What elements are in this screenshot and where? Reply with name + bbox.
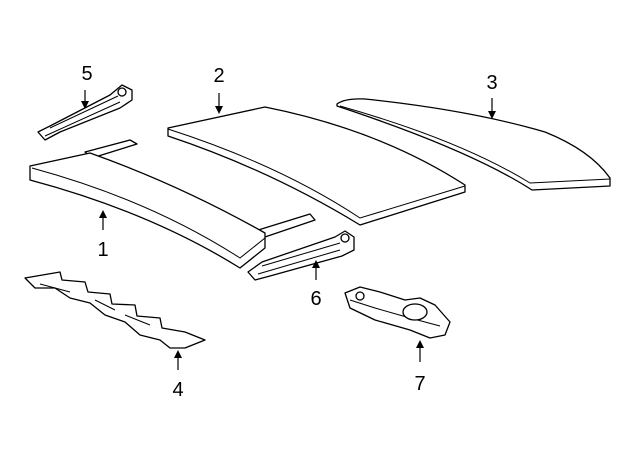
part-6-bracket[interactable]: [247, 230, 355, 281]
callout-2[interactable]: 2: [213, 65, 225, 114]
callout-1[interactable]: 1: [97, 210, 109, 261]
callout-7[interactable]: 7: [414, 340, 426, 395]
callout-4[interactable]: 4: [172, 350, 184, 401]
callout-number: 5: [81, 63, 92, 85]
callout-6[interactable]: 6: [310, 260, 322, 310]
part-5-bracket[interactable]: [37, 84, 133, 141]
part-4-insulator[interactable]: [24, 271, 206, 349]
part-2-center-roof-panel[interactable]: [167, 106, 466, 226]
callout-number: 3: [486, 72, 497, 94]
callout-number: 6: [310, 288, 321, 310]
callout-number: 1: [97, 239, 108, 261]
callout-number: 2: [213, 65, 224, 87]
callout-5[interactable]: 5: [81, 63, 93, 109]
part-3-rear-roof-panel[interactable]: [336, 98, 611, 191]
callout-number: 7: [414, 373, 425, 395]
callout-3[interactable]: 3: [486, 72, 498, 119]
callout-number: 4: [172, 379, 183, 401]
part-7-latch[interactable]: [344, 286, 451, 339]
part-1-front-roof-panel[interactable]: [29, 139, 316, 269]
